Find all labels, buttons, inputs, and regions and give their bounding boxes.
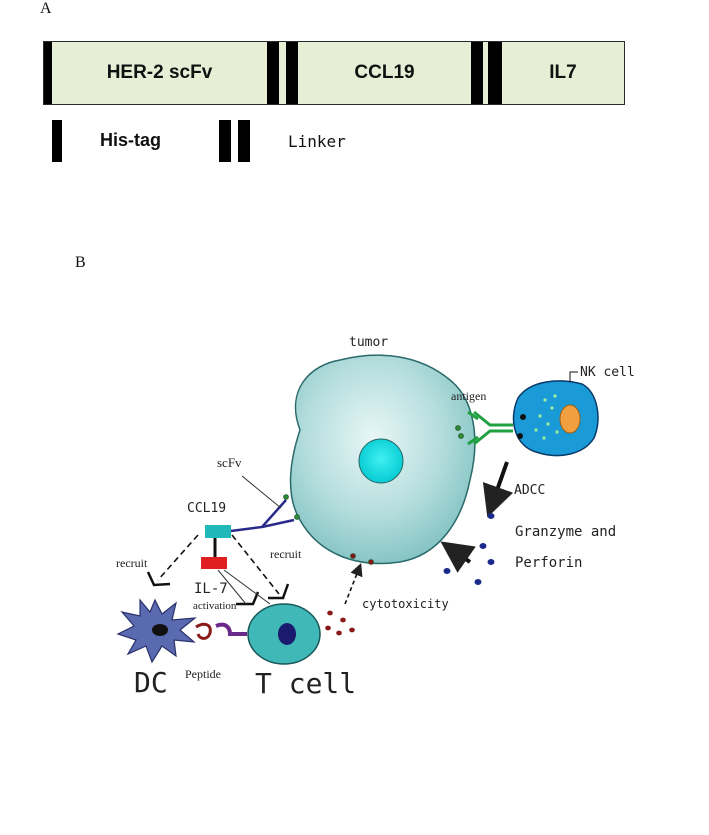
recruit-arrowheads (146, 571, 290, 606)
linker-bar-2a (471, 42, 483, 104)
ccl19-box (205, 525, 231, 538)
t-cell-label: T cell (255, 667, 356, 700)
linker-bar-1b (286, 42, 298, 104)
adcc-label: ADCC (514, 483, 545, 498)
dc-label: DC (134, 666, 168, 699)
tumor-antigens (283, 425, 464, 565)
ccl19-label: CCL19 (187, 501, 226, 516)
dc-nucleus (152, 624, 168, 636)
cytotoxic-granules (325, 610, 355, 636)
peptide-mhc (195, 622, 212, 640)
segment-her2-scfv: HER-2 scFv (106, 62, 213, 83)
nk-dark-dot-2 (517, 433, 523, 439)
il7-box (201, 557, 227, 569)
adcc-arrow (482, 461, 514, 518)
activation-label: activation (193, 600, 237, 612)
il7-label: IL-7 (194, 581, 228, 597)
cytotoxicity-arrow (344, 563, 363, 605)
granzyme-arrow (440, 541, 476, 573)
cytotoxicity-label: cytotoxicity (362, 597, 449, 611)
segment-il7: IL7 (549, 62, 577, 83)
nk-nucleus (559, 404, 581, 434)
nk-cell-label: NK cell (580, 365, 635, 380)
tumor-nucleus (358, 438, 404, 484)
granzyme-label-1: Granzyme and (515, 524, 616, 540)
panel-a-label: A (40, 0, 52, 17)
scfv-antibody (230, 499, 295, 533)
granzyme-label-2: Perforin (515, 555, 582, 571)
scfv-label: scFv (217, 455, 242, 470)
scfv-leader (241, 475, 282, 509)
tcr-receptor (215, 622, 247, 636)
legend-his-tag-swatch (52, 120, 62, 162)
his-tag-bar (44, 42, 52, 104)
segment-ccl19: CCL19 (354, 62, 415, 83)
antigen-label: antigen (451, 389, 486, 403)
linker-bar-2b (488, 42, 502, 104)
construct-diagram: HER-2 scFv CCL19 IL7 (43, 41, 625, 105)
recruit-right-label: recruit (270, 547, 302, 561)
legend-linker-swatch-b (238, 120, 250, 162)
nk-label-leader (569, 371, 578, 382)
legend-his-tag-label: His-tag (100, 130, 162, 150)
nk-dark-dot-1 (520, 414, 526, 420)
il7-activation-lines (217, 569, 271, 605)
linker-bar-1a (267, 42, 279, 104)
fc-receptor (467, 410, 513, 446)
nk-cell (512, 380, 599, 457)
legend-linker-label: Linker (288, 132, 346, 151)
t-cell-nucleus (278, 623, 296, 645)
peptide-label: Peptide (185, 667, 221, 681)
recruit-arrows (157, 534, 280, 595)
recruit-left-label: recruit (116, 556, 148, 570)
legend-linker-swatch-a (219, 120, 231, 162)
nk-granules (534, 394, 559, 440)
tumor-label: tumor (349, 335, 388, 350)
panel-b-label: B (75, 254, 86, 271)
